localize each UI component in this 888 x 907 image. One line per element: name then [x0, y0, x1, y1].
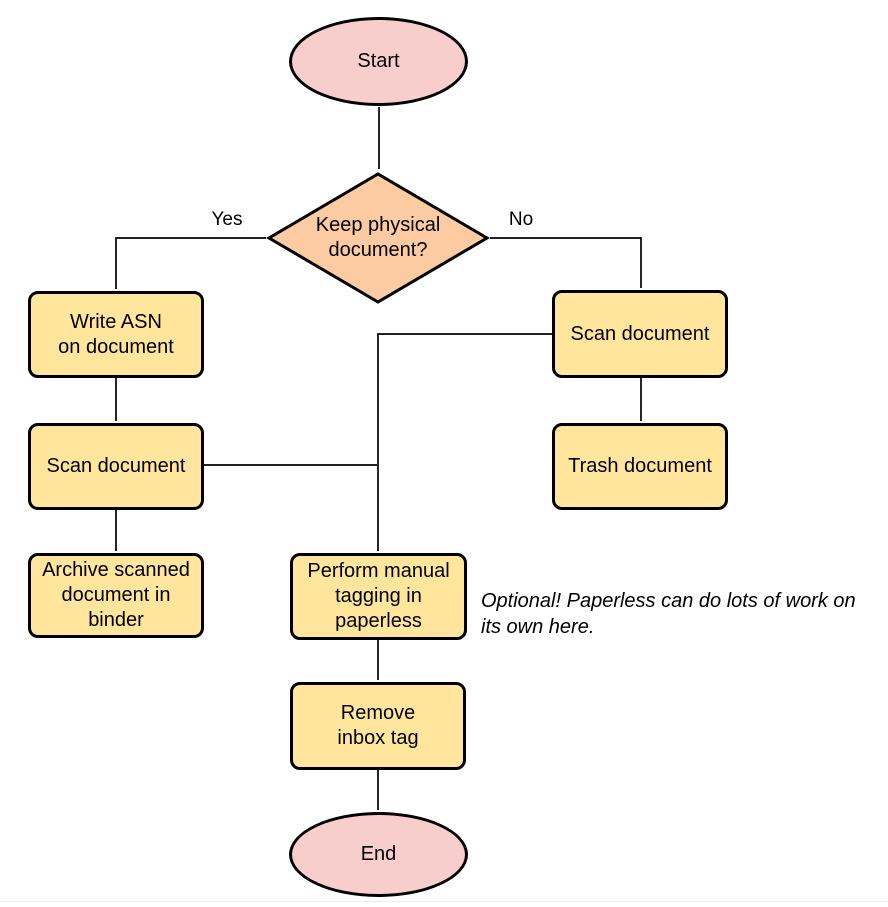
- page-bottom-border: [0, 901, 888, 902]
- node-scan-document-right: Scan document: [552, 290, 728, 378]
- edge-decision-no-to-scan-right: [490, 237, 642, 288]
- edge-label-no: No: [493, 209, 549, 231]
- decision-diamond-shape: [266, 172, 490, 304]
- decision-label: Keep physical document?: [315, 214, 441, 261]
- node-archive-scanned-document: Archive scanned document in binder: [28, 553, 204, 638]
- node-perform-manual-tagging: Perform manual tagging in paperless: [290, 553, 467, 640]
- node-start: Start: [289, 17, 468, 106]
- edge-label-yes: Yes: [199, 209, 255, 231]
- node-end: End: [289, 812, 468, 897]
- node-remove-inbox-tag: Remove inbox tag: [290, 682, 466, 770]
- edge-scan-right-to-perform-tagging: [377, 333, 552, 551]
- node-decision-keep-physical-document: Keep physical document?: [266, 171, 490, 305]
- node-trash-document: Trash document: [552, 423, 728, 510]
- edge-decision-yes-to-write-asn: [115, 237, 266, 289]
- node-write-asn-on-document: Write ASN on document: [28, 291, 204, 378]
- node-scan-document-left: Scan document: [28, 423, 204, 510]
- note-optional-paperless: Optional! Paperless can do lots of work …: [481, 590, 856, 638]
